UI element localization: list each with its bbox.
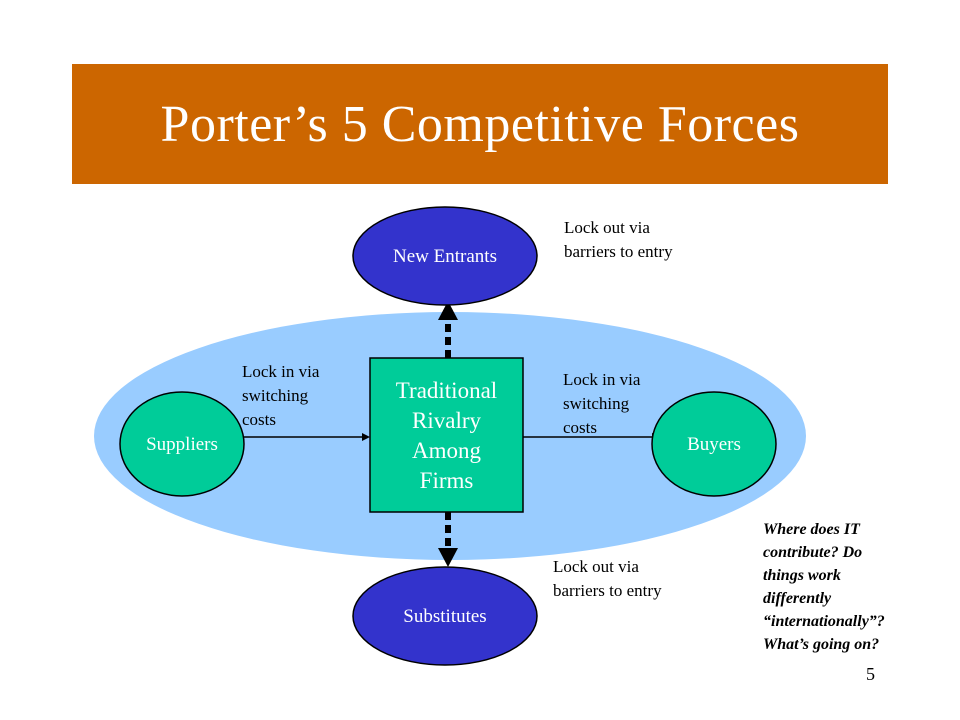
arrowhead-up <box>438 301 458 320</box>
arrowhead-down <box>438 548 458 567</box>
title-bar: Porter’s 5 Competitive Forces <box>72 64 888 184</box>
lock-out-note-top: Lock out via barriers to entry <box>564 218 673 261</box>
buyers-label: Buyers <box>687 434 741 455</box>
suppliers-label: Suppliers <box>146 434 218 455</box>
page-number: 5 <box>866 664 875 684</box>
rivalry-box <box>369 357 524 513</box>
rivalry-label: Traditional Rivalry Among Firms <box>395 378 498 493</box>
discussion-question: Where does IT contribute? Do things work… <box>763 521 885 653</box>
lock-out-note-bottom: Lock out via barriers to entry <box>553 557 662 600</box>
slide-title: Porter’s 5 Competitive Forces <box>160 95 800 153</box>
new-entrants-node <box>352 206 538 306</box>
buyers-node <box>651 391 777 497</box>
substitutes-label: Substitutes <box>403 606 487 627</box>
lock-in-note-right: Lock in via switching costs <box>563 370 641 437</box>
lock-in-note-left: Lock in via switching costs <box>242 362 320 429</box>
suppliers-arrowhead <box>362 433 370 441</box>
substitutes-node <box>352 566 538 666</box>
new-entrants-label: New Entrants <box>393 246 497 267</box>
suppliers-node <box>119 391 245 497</box>
